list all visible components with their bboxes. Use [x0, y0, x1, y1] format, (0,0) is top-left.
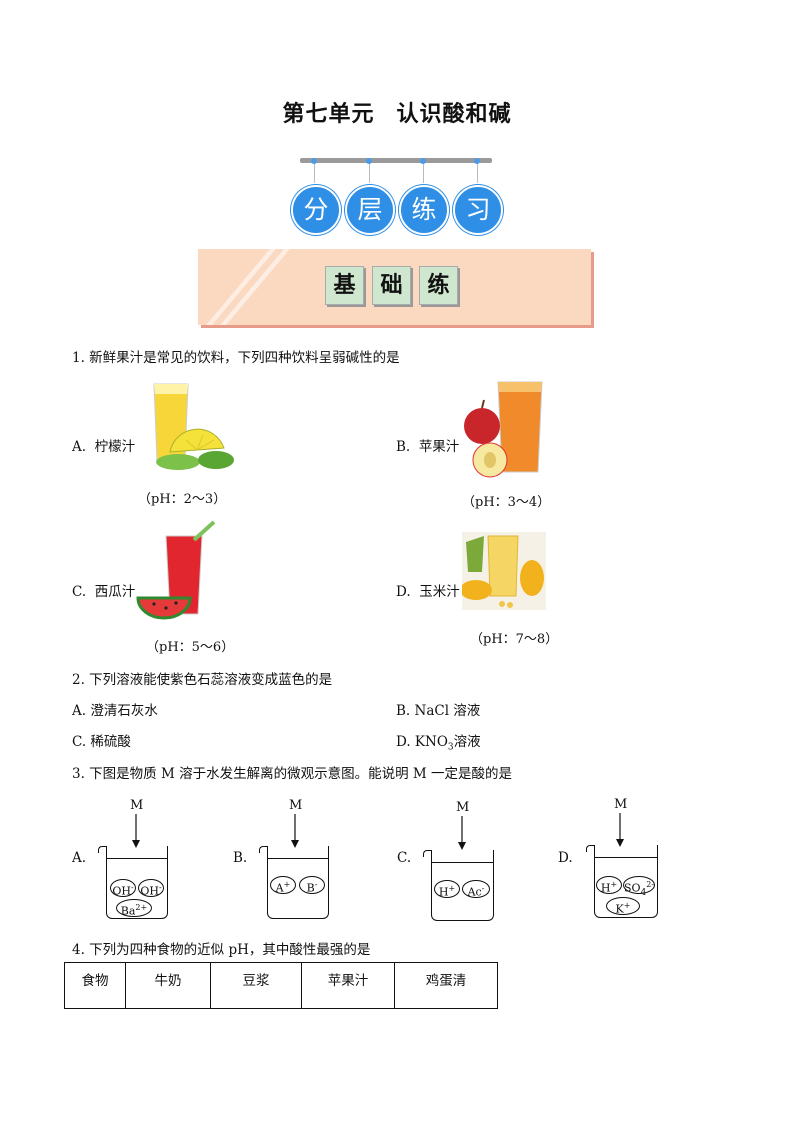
apple-juice-image: [464, 381, 543, 478]
section-circle: 分: [291, 185, 341, 235]
ion: Ac-: [462, 880, 490, 899]
level-label: 练: [419, 266, 458, 305]
q3-letter-c: C.: [397, 850, 412, 866]
beaker: [594, 845, 658, 918]
q3-letter-a: A.: [72, 850, 87, 866]
m-label: M: [456, 800, 470, 815]
m-label: M: [130, 798, 144, 813]
corn-juice-image: [462, 532, 546, 610]
ion: A+: [270, 876, 296, 895]
table-header: 牛奶: [125, 962, 211, 1009]
q3-letter-b: B.: [233, 850, 248, 866]
beaker-lip: [259, 846, 268, 853]
q1-option-d: D. 玉米汁: [396, 584, 460, 600]
ion: Ba2+: [116, 899, 152, 918]
beaker-lip: [586, 845, 595, 852]
decor-pin: [477, 161, 478, 183]
m-label: M: [614, 797, 628, 812]
q1-stem: 1. 新鲜果汁是常见的饮料，下列四种饮料呈弱碱性的是: [72, 350, 400, 366]
ion: SO42-: [623, 876, 655, 898]
q1-option-b: B. 苹果汁: [396, 439, 460, 455]
q1-ph-d: （pH：7～8）: [470, 632, 559, 647]
ion: K+: [606, 897, 640, 916]
section-circle: 练: [399, 185, 449, 235]
arrow-down-icon: [458, 816, 466, 850]
table-header: 食物: [64, 962, 126, 1009]
q2-option-d: D. KNO3溶液: [396, 734, 481, 753]
liquid-line: [432, 862, 493, 863]
beaker: [267, 846, 329, 919]
q2-option-a: A. 澄清石灰水: [72, 703, 158, 719]
decor-dot: [311, 158, 317, 164]
beaker: [431, 850, 494, 921]
beaker-lip: [98, 846, 107, 853]
arrow-down-icon: [616, 813, 624, 847]
q2-option-c: C. 稀硫酸: [72, 734, 131, 750]
arrow-down-icon: [132, 814, 140, 848]
q4-stem: 4. 下列为四种食物的近似 pH，其中酸性最强的是: [72, 942, 371, 958]
table-header: 豆浆: [210, 962, 302, 1009]
lemon-juice-image: [153, 383, 234, 470]
q2-option-b: B. NaCl 溶液: [396, 703, 481, 719]
q1-option-c: C. 西瓜汁: [72, 584, 136, 600]
liquid-line: [268, 858, 328, 859]
ion: B-: [299, 876, 325, 895]
level-label: 础: [372, 266, 411, 305]
level-label: 基: [325, 266, 364, 305]
liquid-line: [107, 858, 167, 859]
decor-dot: [366, 158, 372, 164]
decor-rail: [300, 158, 492, 163]
q3-stem: 3. 下图是物质 M 溶于水发生解离的微观示意图。能说明 M 一定是酸的是: [72, 766, 512, 782]
q1-option-a: A. 柠檬汁: [72, 439, 136, 455]
watermelon-juice-image: [136, 520, 216, 620]
decor-pin: [369, 161, 370, 183]
decor-pin: [314, 161, 315, 183]
ph-table: 食物 牛奶 豆浆 苹果汁 鸡蛋清: [64, 962, 498, 1009]
m-label: M: [289, 798, 303, 813]
table-header: 鸡蛋清: [394, 962, 498, 1009]
ion: OH-: [138, 879, 164, 898]
ion: OH-: [110, 879, 136, 898]
liquid-line: [595, 857, 657, 858]
q1-ph-a: （pH：2～3）: [138, 492, 227, 507]
table-row: 食物 牛奶 豆浆 苹果汁 鸡蛋清: [64, 962, 498, 1009]
section-circle: 习: [453, 185, 503, 235]
beaker-lip: [423, 850, 432, 857]
q2-stem: 2. 下列溶液能使紫色石蕊溶液变成蓝色的是: [72, 672, 333, 688]
decor-pin: [423, 161, 424, 183]
q1-ph-c: （pH：5～6）: [146, 640, 235, 655]
q1-ph-b: （pH：3～4）: [462, 495, 551, 510]
ion: H+: [434, 880, 460, 899]
table-header: 苹果汁: [301, 962, 395, 1009]
ion: H+: [596, 876, 622, 895]
arrow-down-icon: [291, 814, 299, 848]
q3-letter-d: D.: [558, 850, 573, 866]
page-title: 第七单元认识酸和碱: [282, 102, 512, 127]
section-circle: 层: [345, 185, 395, 235]
decor-dot: [420, 158, 426, 164]
decor-dot: [474, 158, 480, 164]
beaker: [106, 846, 168, 919]
